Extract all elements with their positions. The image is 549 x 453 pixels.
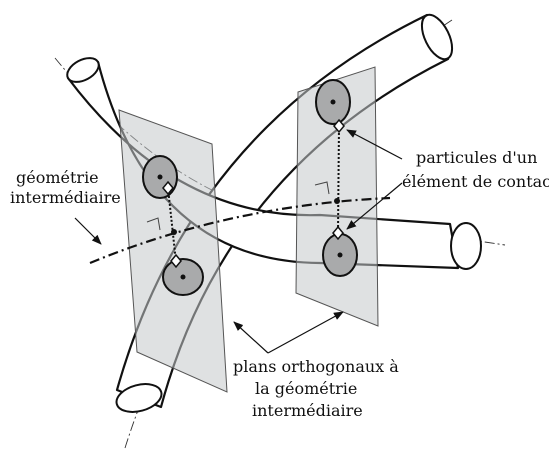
tube-b-end-right <box>450 222 482 270</box>
arrow-plane-left <box>233 321 269 354</box>
tube-a-end-bottom <box>115 383 163 413</box>
label-contact-particles-line1: particules d'un <box>416 148 537 167</box>
label-orthogonal-planes-line2: la géométrie <box>255 379 357 398</box>
label-orthogonal-planes-line1: plans orthogonaux à <box>233 357 399 376</box>
particle-left-lower <box>170 253 182 269</box>
tube-b-end-left <box>66 57 100 83</box>
arrow-particle-upper <box>346 129 403 160</box>
right-angle-marker-left <box>146 217 161 231</box>
orthogonal-plane-right <box>295 66 379 327</box>
tube-a-end-top <box>420 13 454 61</box>
arrow-particle-lower <box>346 182 403 230</box>
right-angle-marker-right <box>314 181 330 195</box>
label-orthogonal-planes-line3: intermédiaire <box>252 401 363 420</box>
particle-right-upper <box>333 118 345 134</box>
label-intermediate-geometry-line2: intermédiaire <box>10 188 121 207</box>
arrow-intermediate-geometry <box>74 217 102 245</box>
label-contact-particles-line2: élément de contact <box>402 172 549 191</box>
contact-link-left <box>167 187 177 263</box>
arrow-plane-right <box>267 311 344 354</box>
label-intermediate-geometry-line1: géométrie <box>16 168 99 187</box>
particle-right-lower <box>332 225 344 241</box>
intermediate-geometry-curve <box>89 196 391 265</box>
particle-left-upper <box>162 180 174 196</box>
